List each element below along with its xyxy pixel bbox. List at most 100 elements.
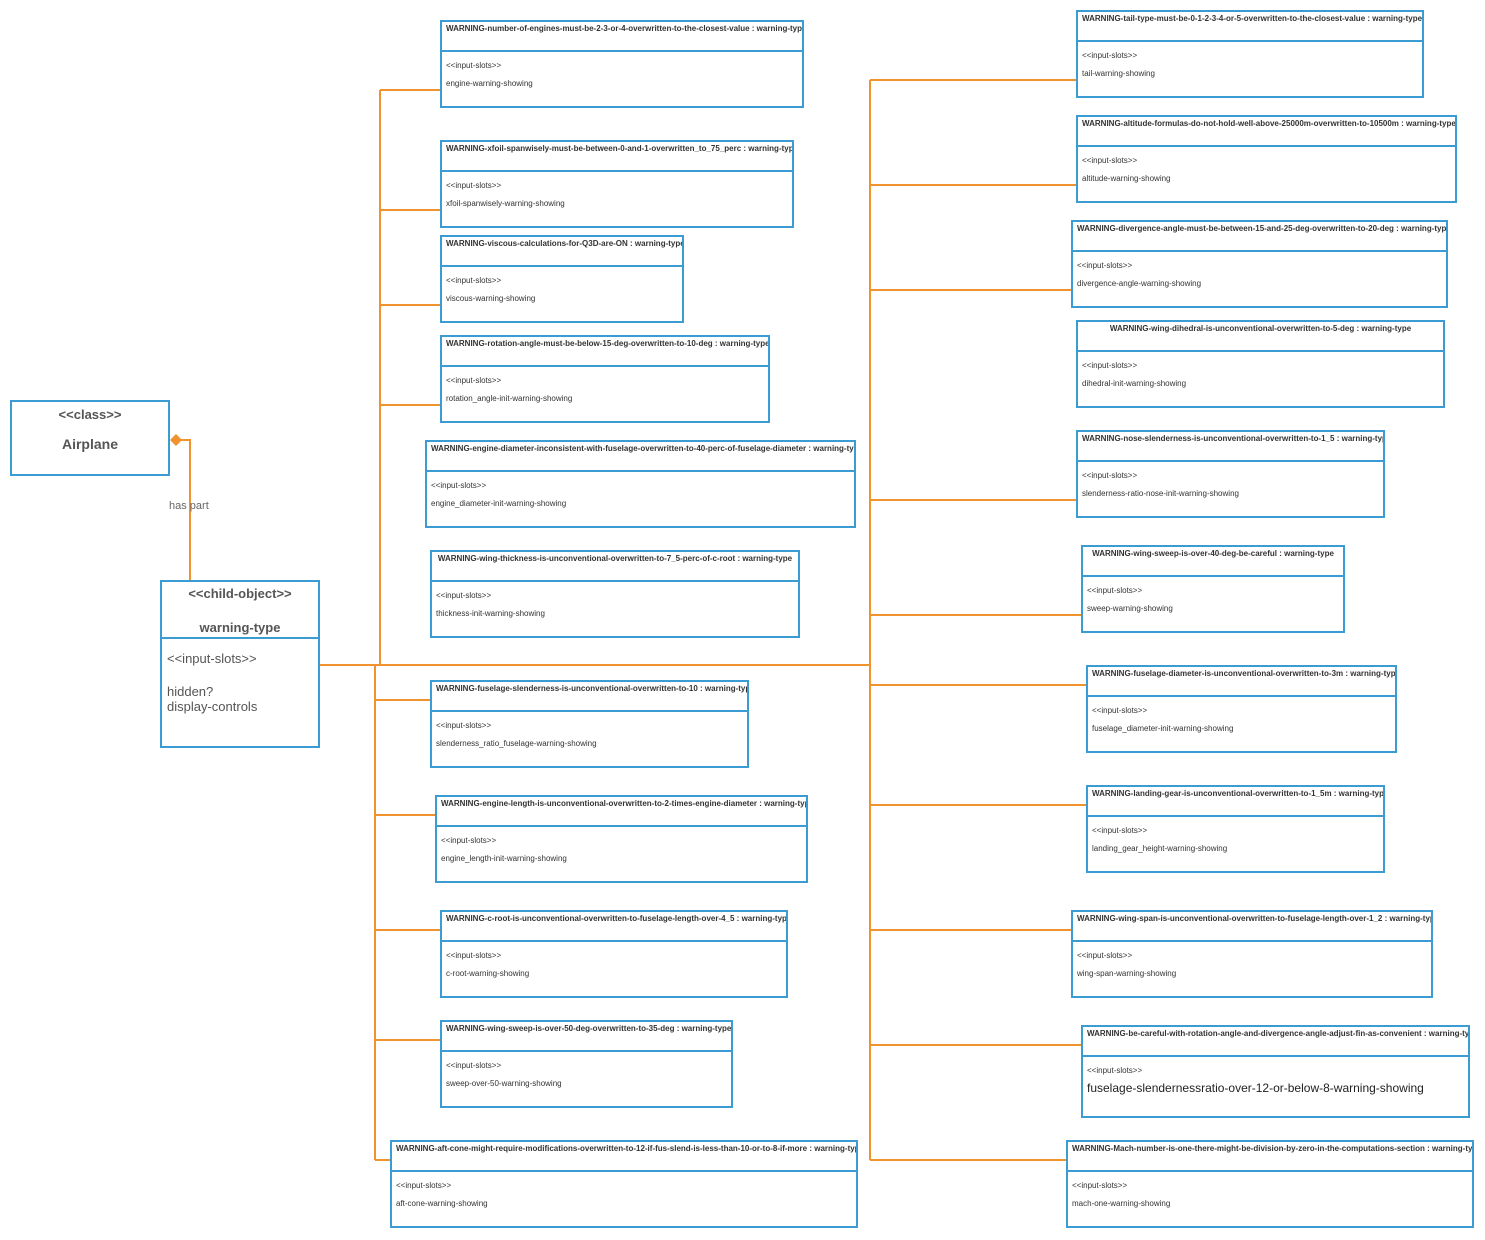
warning-box[interactable]: WARNING-Mach-number-is-one-there-might-b… xyxy=(1066,1140,1474,1228)
warning-slot: c-root-warning-showing xyxy=(446,969,530,978)
warning-title: WARNING-nose-slenderness-is-unconvention… xyxy=(1078,432,1383,462)
warning-slot: engine_length-init-warning-showing xyxy=(441,854,567,863)
warning-title: WARNING-wing-sweep-is-over-40-deg-be-car… xyxy=(1083,547,1343,577)
warning-stereotype: <<input-slots>> xyxy=(1082,471,1138,480)
warning-slot: aft-cone-warning-showing xyxy=(396,1199,488,1208)
warning-stereotype: <<input-slots>> xyxy=(1072,1181,1128,1190)
warning-box[interactable]: WARNING-engine-diameter-inconsistent-wit… xyxy=(425,440,856,528)
warning-box[interactable]: WARNING-c-root-is-unconventional-overwri… xyxy=(440,910,788,998)
class-stereotype: <<class>> xyxy=(58,407,122,422)
child-object-slot: display-controls xyxy=(167,699,258,714)
warning-title: WARNING-fuselage-slenderness-is-unconven… xyxy=(432,682,747,712)
warning-stereotype: <<input-slots>> xyxy=(446,376,502,385)
warning-slot: slenderness_ratio_fuselage-warning-showi… xyxy=(436,739,597,748)
warning-box[interactable]: WARNING-landing-gear-is-unconventional-o… xyxy=(1086,785,1385,873)
warning-box[interactable]: WARNING-wing-dihedral-is-unconventional-… xyxy=(1076,320,1445,408)
warning-stereotype: <<input-slots>> xyxy=(1092,826,1148,835)
composition-diamond xyxy=(170,434,182,446)
warning-slot: wing-span-warning-showing xyxy=(1077,969,1177,978)
warning-slot: landing_gear_height-warning-showing xyxy=(1092,844,1228,853)
warning-slot: mach-one-warning-showing xyxy=(1072,1199,1171,1208)
warning-slot: fuselage_diameter-init-warning-showing xyxy=(1092,724,1234,733)
warning-title: WARNING-be-careful-with-rotation-angle-a… xyxy=(1083,1027,1468,1057)
child-object-header: <<child-object>> warning-type xyxy=(162,582,318,639)
warning-title: WARNING-tail-type-must-be-0-1-2-3-4-or-5… xyxy=(1078,12,1422,42)
warning-title: WARNING-divergence-angle-must-be-between… xyxy=(1073,222,1446,252)
warning-slot: sweep-over-50-warning-showing xyxy=(446,1079,562,1088)
warning-box[interactable]: WARNING-number-of-engines-must-be-2-3-or… xyxy=(440,20,804,108)
warning-slot: dihedral-init-warning-showing xyxy=(1082,379,1187,388)
warning-slot: slenderness-ratio-nose-init-warning-show… xyxy=(1082,489,1239,498)
warning-title: WARNING-engine-length-is-unconventional-… xyxy=(437,797,806,827)
warning-title: WARNING-xfoil-spanwisely-must-be-between… xyxy=(442,142,792,172)
warning-slot: fuselage-slendernessratio-over-12-or-bel… xyxy=(1087,1081,1424,1095)
warning-slot: sweep-warning-showing xyxy=(1087,604,1173,613)
warning-box[interactable]: WARNING-be-careful-with-rotation-angle-a… xyxy=(1081,1025,1470,1118)
warning-box[interactable]: WARNING-fuselage-diameter-is-unconventio… xyxy=(1086,665,1397,753)
warning-title: WARNING-number-of-engines-must-be-2-3-or… xyxy=(442,22,802,52)
warning-box[interactable]: WARNING-divergence-angle-must-be-between… xyxy=(1071,220,1448,308)
class-name: Airplane xyxy=(61,436,118,452)
warning-slot: tail-warning-showing xyxy=(1082,69,1155,78)
warning-slot: altitude-warning-showing xyxy=(1082,174,1171,183)
warning-title: WARNING-c-root-is-unconventional-overwri… xyxy=(442,912,786,942)
warning-stereotype: <<input-slots>> xyxy=(1082,51,1138,60)
warning-stereotype: <<input-slots>> xyxy=(1077,951,1133,960)
warning-slot: divergence-angle-warning-showing xyxy=(1077,279,1202,288)
child-object-name: warning-type xyxy=(199,620,281,635)
warning-title: WARNING-fuselage-diameter-is-unconventio… xyxy=(1088,667,1395,697)
child-object-body: <<input-slots>> hidden? display-controls xyxy=(162,651,318,714)
warning-box[interactable]: WARNING-viscous-calculations-for-Q3D-are… xyxy=(440,235,684,323)
warning-stereotype: <<input-slots>> xyxy=(1092,706,1148,715)
warning-stereotype: <<input-slots>> xyxy=(436,721,492,730)
warning-stereotype: <<input-slots>> xyxy=(1087,586,1143,595)
warning-box[interactable]: WARNING-altitude-formulas-do-not-hold-we… xyxy=(1076,115,1457,203)
class-box-airplane[interactable]: <<class>> Airplane xyxy=(10,400,170,476)
warning-stereotype: <<input-slots>> xyxy=(396,1181,452,1190)
warning-box[interactable]: WARNING-xfoil-spanwisely-must-be-between… xyxy=(440,140,794,228)
warning-box[interactable]: WARNING-wing-thickness-is-unconventional… xyxy=(430,550,800,638)
warning-stereotype: <<input-slots>> xyxy=(446,951,502,960)
warning-box[interactable]: WARNING-nose-slenderness-is-unconvention… xyxy=(1076,430,1385,518)
warning-stereotype: <<input-slots>> xyxy=(446,1061,502,1070)
warning-title: WARNING-rotation-angle-must-be-below-15-… xyxy=(442,337,768,367)
warning-box[interactable]: WARNING-fuselage-slenderness-is-unconven… xyxy=(430,680,749,768)
warning-title: WARNING-Mach-number-is-one-there-might-b… xyxy=(1068,1142,1472,1172)
warning-stereotype: <<input-slots>> xyxy=(1082,156,1138,165)
warning-title: WARNING-viscous-calculations-for-Q3D-are… xyxy=(442,237,682,267)
warning-title: WARNING-landing-gear-is-unconventional-o… xyxy=(1088,787,1383,817)
warning-box[interactable]: WARNING-tail-type-must-be-0-1-2-3-4-or-5… xyxy=(1076,10,1424,98)
warning-stereotype: <<input-slots>> xyxy=(1087,1066,1143,1075)
warning-title: WARNING-wing-thickness-is-unconventional… xyxy=(432,552,798,582)
warning-title: WARNING-wing-span-is-unconventional-over… xyxy=(1073,912,1431,942)
warning-box[interactable]: WARNING-wing-sweep-is-over-40-deg-be-car… xyxy=(1081,545,1345,633)
child-object-box[interactable]: <<child-object>> warning-type <<input-sl… xyxy=(160,580,320,748)
warning-slot: engine_diameter-init-warning-showing xyxy=(431,499,567,508)
warning-stereotype: <<input-slots>> xyxy=(441,836,497,845)
warning-stereotype: <<input-slots>> xyxy=(446,181,502,190)
warning-slot: engine-warning-showing xyxy=(446,79,533,88)
child-object-slots-label: <<input-slots>> xyxy=(167,651,257,666)
warning-title: WARNING-engine-diameter-inconsistent-wit… xyxy=(427,442,854,472)
warning-stereotype: <<input-slots>> xyxy=(431,481,487,490)
warning-slot: rotation_angle-init-warning-showing xyxy=(446,394,573,403)
warning-slot: xfoil-spanwisely-warning-showing xyxy=(446,199,565,208)
warning-title: WARNING-wing-sweep-is-over-50-deg-overwr… xyxy=(442,1022,731,1052)
relation-label: has part xyxy=(169,500,209,512)
warning-box[interactable]: WARNING-aft-cone-might-require-modificat… xyxy=(390,1140,858,1228)
warning-box[interactable]: WARNING-engine-length-is-unconventional-… xyxy=(435,795,808,883)
warning-box[interactable]: WARNING-wing-sweep-is-over-50-deg-overwr… xyxy=(440,1020,733,1108)
warning-stereotype: <<input-slots>> xyxy=(1077,261,1133,270)
warning-stereotype: <<input-slots>> xyxy=(1082,361,1138,370)
child-object-slot: hidden? xyxy=(167,684,214,699)
warning-slot: viscous-warning-showing xyxy=(446,294,536,303)
child-object-stereotype: <<child-object>> xyxy=(188,586,292,601)
warning-title: WARNING-altitude-formulas-do-not-hold-we… xyxy=(1078,117,1455,147)
warning-box[interactable]: WARNING-wing-span-is-unconventional-over… xyxy=(1071,910,1433,998)
warning-title: WARNING-aft-cone-might-require-modificat… xyxy=(392,1142,856,1172)
warning-slot: thickness-init-warning-showing xyxy=(436,609,545,618)
warning-title: WARNING-wing-dihedral-is-unconventional-… xyxy=(1078,322,1443,352)
warning-stereotype: <<input-slots>> xyxy=(446,61,502,70)
warning-box[interactable]: WARNING-rotation-angle-must-be-below-15-… xyxy=(440,335,770,423)
